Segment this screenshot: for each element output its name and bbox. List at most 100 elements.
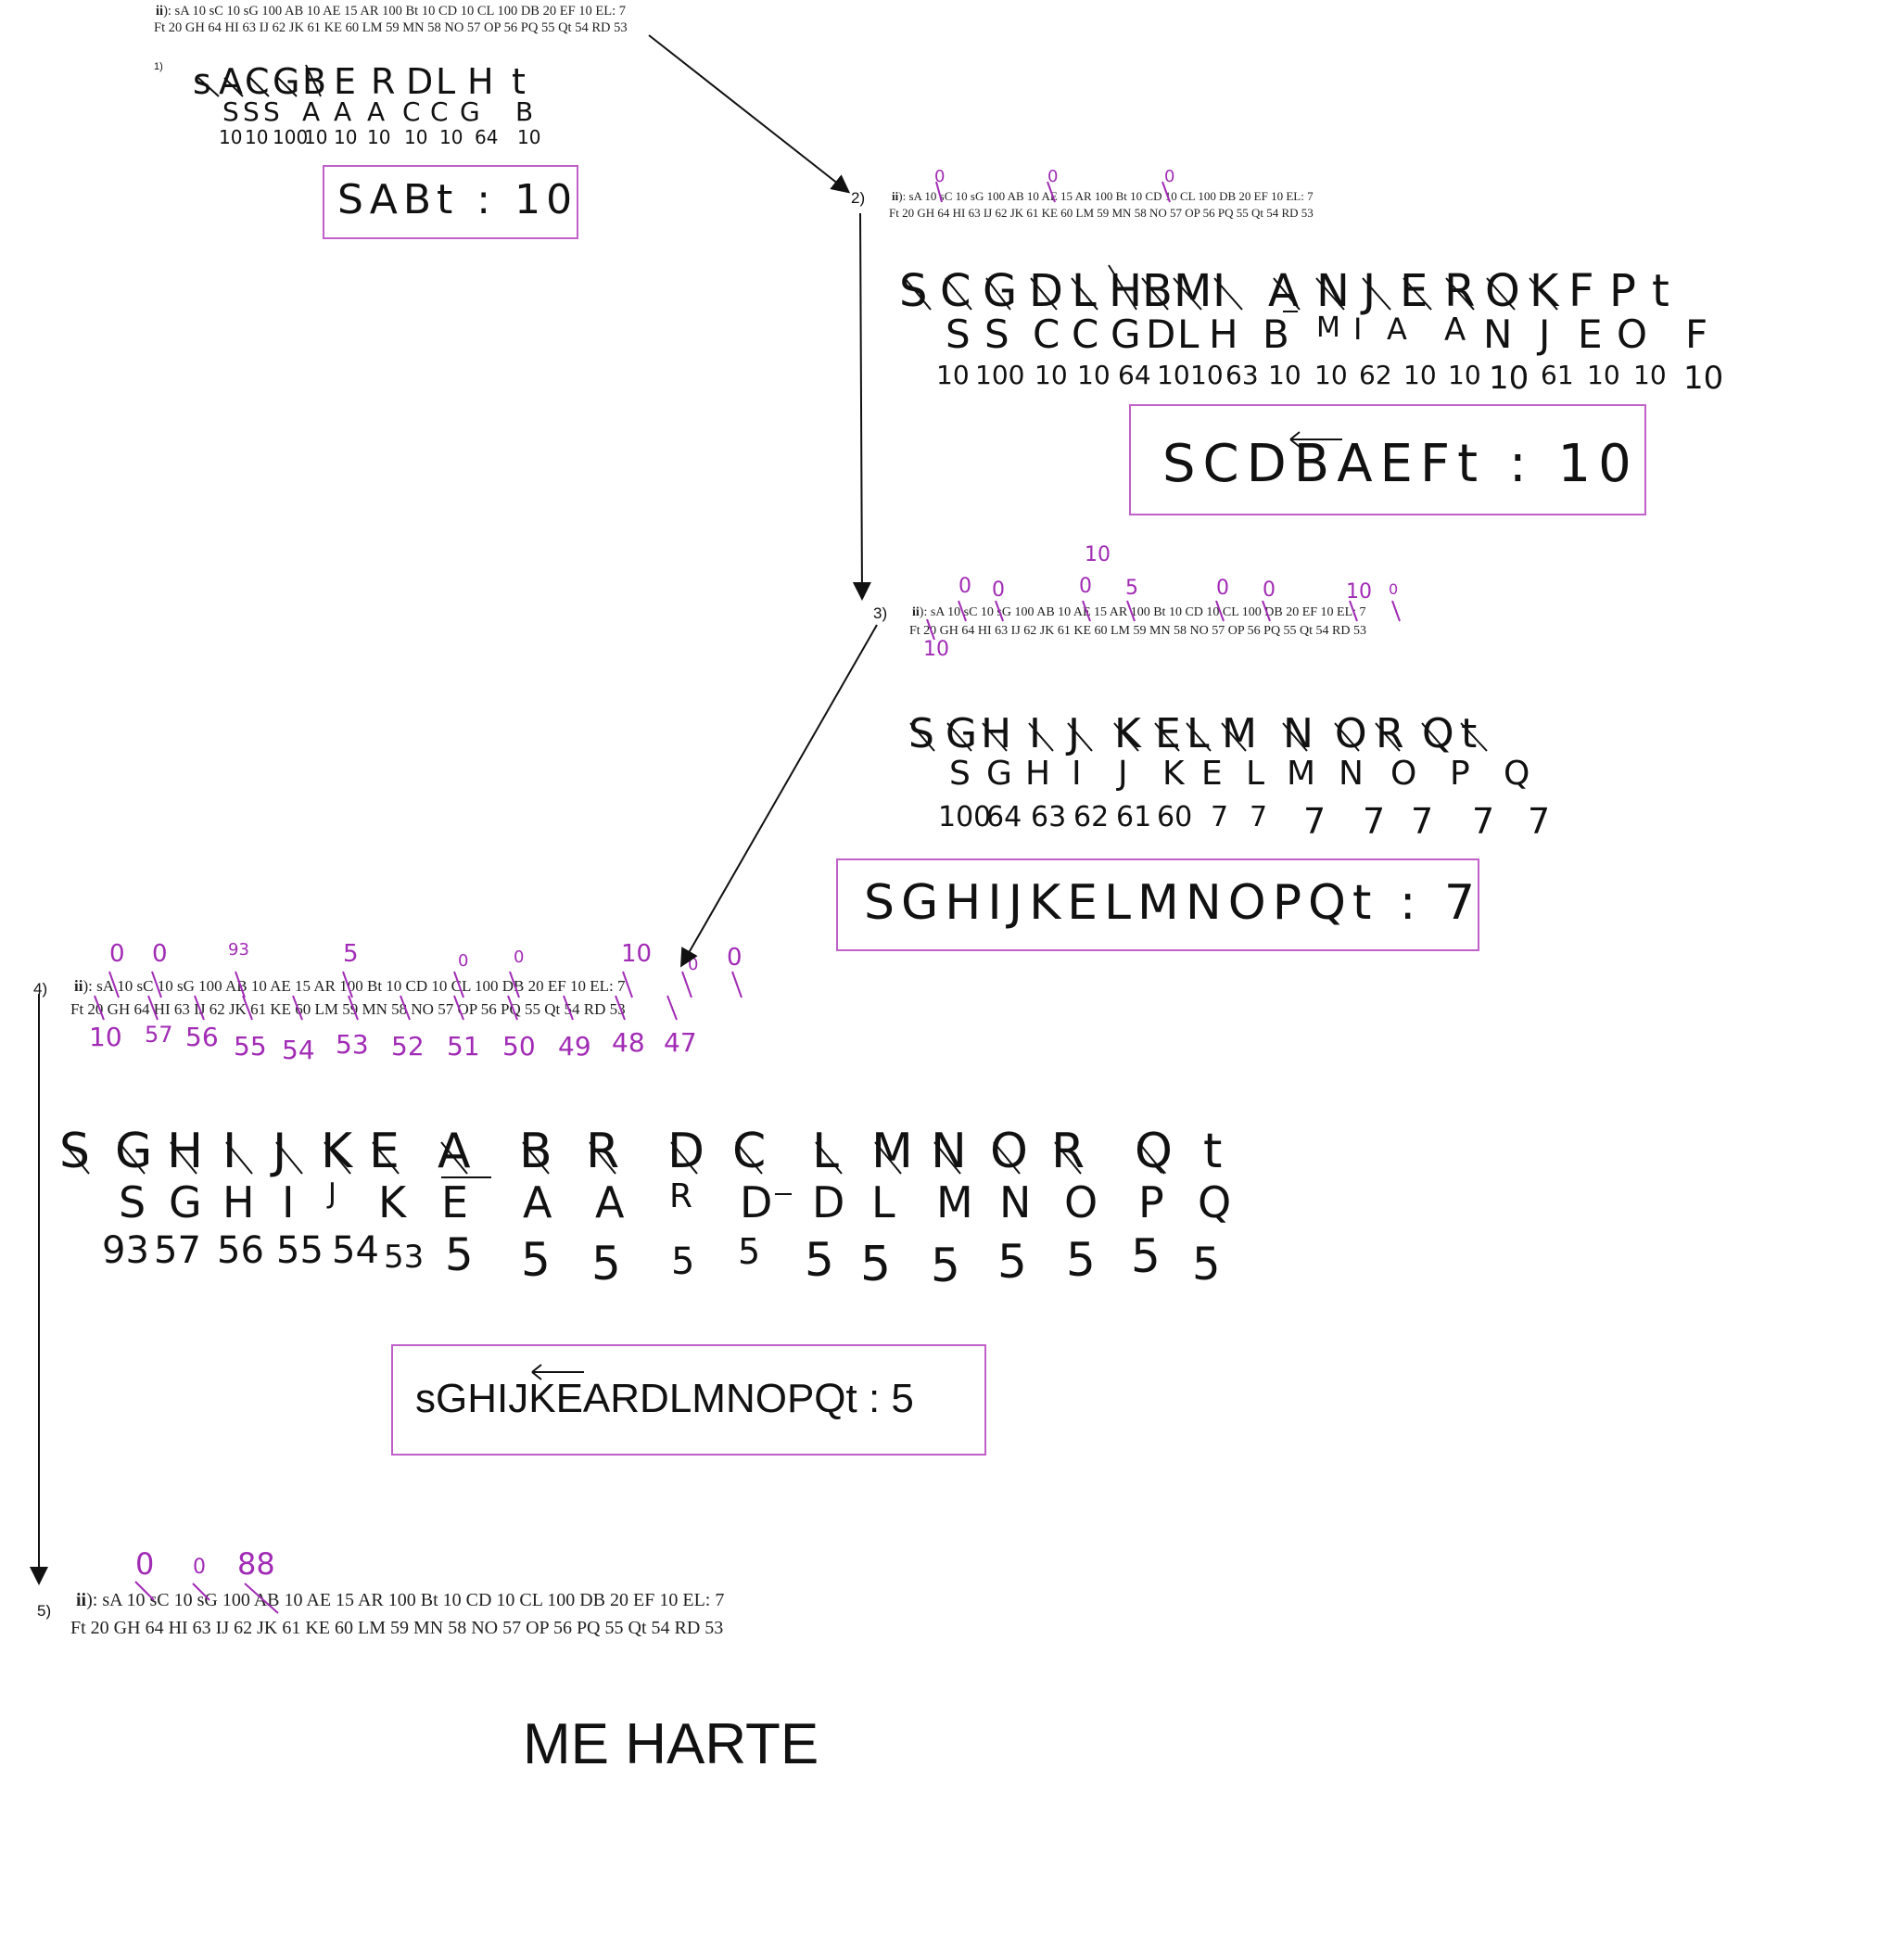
pred: D bbox=[812, 1177, 845, 1227]
pred: S bbox=[119, 1177, 146, 1227]
dist: 10 bbox=[1448, 360, 1481, 390]
dist: 5 bbox=[591, 1237, 621, 1290]
step2-result-box bbox=[1129, 404, 1646, 515]
pred: B bbox=[1263, 312, 1289, 357]
step3-line2: Ft 20 GH 64 HI 63 IJ 62 JK 61 KE 60 LM 5… bbox=[909, 624, 1367, 638]
step5-strikes bbox=[134, 1581, 279, 1614]
dist: 100 bbox=[975, 360, 1025, 390]
pred: E bbox=[1201, 755, 1223, 793]
node: Q bbox=[1135, 1124, 1173, 1179]
dist: 64 bbox=[475, 126, 499, 148]
step4-line1: ii): sA 10 sC 10 sG 100 AB 10 AE 15 AR 1… bbox=[74, 977, 626, 995]
dist: 10 bbox=[936, 360, 970, 390]
step5-label: 5) bbox=[37, 1602, 52, 1620]
annotation-mark: 0 bbox=[458, 951, 469, 971]
pred: M bbox=[1287, 755, 1316, 793]
annotation-mark: 0 bbox=[193, 1556, 206, 1579]
dist: 56 bbox=[217, 1229, 264, 1272]
pred: G bbox=[460, 96, 480, 127]
node: G bbox=[983, 265, 1018, 317]
step3-result-box bbox=[836, 858, 1479, 951]
dist: 10 bbox=[367, 126, 391, 148]
pred: C bbox=[1033, 312, 1060, 357]
dist: 7 bbox=[1528, 801, 1551, 842]
dist: 53 bbox=[384, 1239, 425, 1276]
annotation-mark: 47 bbox=[664, 1027, 697, 1058]
node: N bbox=[931, 1124, 967, 1179]
node: t bbox=[1652, 265, 1669, 317]
node: t bbox=[512, 61, 526, 102]
step1-line2: Ft 20 GH 64 HI 63 IJ 62 JK 61 KE 60 LM 5… bbox=[154, 20, 628, 35]
step4-result: sGHIJKEARDLMNOPQt : 5 bbox=[415, 1376, 914, 1421]
pred: N bbox=[1339, 755, 1364, 793]
node: E bbox=[369, 1124, 400, 1179]
dist: 10 bbox=[517, 126, 541, 148]
dist: 7 bbox=[1303, 801, 1326, 842]
dist: 61 bbox=[1116, 801, 1152, 833]
dist: 7 bbox=[1363, 801, 1386, 842]
pred: J bbox=[1118, 755, 1128, 793]
dist: 10 bbox=[439, 126, 463, 148]
pred: C bbox=[430, 96, 449, 127]
dist: 10 bbox=[219, 126, 243, 148]
pred: A bbox=[334, 96, 352, 127]
node: I bbox=[1029, 710, 1041, 757]
node: C bbox=[732, 1124, 767, 1179]
pred: O bbox=[1390, 755, 1417, 793]
arrow-3-to-4 bbox=[680, 624, 878, 968]
node: M bbox=[1174, 265, 1212, 317]
dist: 10 bbox=[404, 126, 428, 148]
pred: S bbox=[946, 312, 971, 357]
annotation-mark: 0 bbox=[1079, 575, 1092, 598]
pred: S bbox=[222, 96, 239, 127]
annotation-mark: 49 bbox=[558, 1031, 591, 1062]
node: D bbox=[406, 61, 434, 102]
pred: G bbox=[1111, 312, 1141, 357]
annotation-mark: 10 bbox=[1085, 543, 1111, 566]
step2-result: SCDBAEFt : 10 bbox=[1162, 434, 1639, 494]
dist: 5 bbox=[1066, 1233, 1096, 1287]
node: G bbox=[115, 1124, 153, 1179]
dist: 10 bbox=[1403, 360, 1437, 390]
dist: 55 bbox=[276, 1229, 324, 1272]
node: t bbox=[1203, 1124, 1223, 1179]
pred: I bbox=[282, 1177, 295, 1227]
pred: S bbox=[949, 755, 971, 793]
node: J bbox=[1363, 265, 1377, 317]
pred: N bbox=[1483, 312, 1513, 357]
step5-line2: Ft 20 GH 64 HI 63 IJ 62 JK 61 KE 60 LM 5… bbox=[70, 1618, 724, 1638]
node: E bbox=[1155, 710, 1181, 757]
node: F bbox=[1568, 265, 1594, 317]
annotation-mark: 0 bbox=[1047, 167, 1059, 186]
pred: H bbox=[1025, 755, 1051, 793]
step4-result-box bbox=[391, 1344, 986, 1456]
node: I bbox=[222, 1124, 237, 1179]
dist: 7 bbox=[1411, 801, 1434, 842]
dist: 7 bbox=[1472, 801, 1495, 842]
step2-line2: Ft 20 GH 64 HI 63 IJ 62 JK 61 KE 60 LM 5… bbox=[889, 206, 1314, 220]
pred: K bbox=[1162, 755, 1185, 793]
dist: 5 bbox=[738, 1231, 761, 1272]
footer-title: ME HARTE bbox=[523, 1712, 819, 1776]
dist: 10 bbox=[1077, 360, 1111, 390]
dist: 10 bbox=[1683, 360, 1724, 397]
annotation-mark: 10 bbox=[923, 638, 949, 661]
dist: 100 bbox=[273, 126, 309, 148]
annotation-mark: 0 bbox=[1263, 578, 1276, 602]
pred: A bbox=[1444, 312, 1466, 349]
annotation-mark: 0 bbox=[958, 575, 971, 598]
step3-result: SGHIJKELMNOPQt : 7 bbox=[864, 875, 1482, 931]
dist: 62 bbox=[1359, 360, 1392, 390]
pred: L bbox=[871, 1177, 895, 1227]
node: P bbox=[1609, 265, 1636, 317]
node: J bbox=[273, 1124, 287, 1179]
pred: C bbox=[402, 96, 421, 127]
annotation-mark: 0 bbox=[1389, 580, 1399, 598]
annotation-mark: 0 bbox=[1164, 167, 1175, 186]
pred: F bbox=[1685, 312, 1708, 357]
pred: A bbox=[367, 96, 386, 127]
annotation-mark: 10 bbox=[89, 1022, 122, 1052]
node: A bbox=[219, 61, 243, 102]
dist: 7 bbox=[1250, 801, 1268, 833]
annotation-mark: 0 bbox=[109, 940, 125, 968]
